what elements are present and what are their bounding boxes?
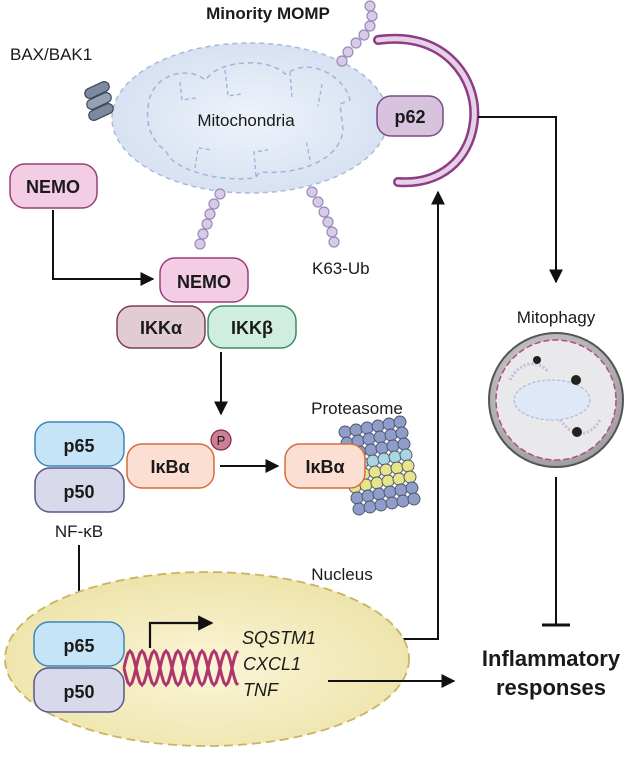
nemo-complex-label: NEMO bbox=[177, 272, 231, 292]
proteasome-subunit bbox=[366, 454, 380, 468]
proteasome-subunit bbox=[381, 474, 395, 488]
p62-box: p62 bbox=[376, 95, 444, 137]
proteasome-subunit bbox=[349, 423, 363, 437]
ikba-box-2: IκBα bbox=[284, 443, 366, 489]
p50-bottom-box: p50 bbox=[33, 667, 125, 713]
proteasome-subunit bbox=[379, 463, 393, 477]
proteasome-subunit bbox=[396, 494, 410, 508]
proteasome-subunit bbox=[364, 443, 378, 457]
ikba-label-2: IκBα bbox=[305, 457, 344, 477]
proteasome-subunit bbox=[370, 476, 384, 490]
ikk-alpha-box: IKKα bbox=[116, 305, 206, 349]
ikk-alpha-label: IKKα bbox=[140, 318, 182, 338]
p65-top-box: p65 bbox=[34, 421, 125, 467]
proteasome-subunit bbox=[388, 450, 402, 464]
p50-top-box: p50 bbox=[34, 467, 125, 513]
arrow-nemo-to-complex bbox=[52, 210, 155, 286]
phospho-label: P bbox=[217, 433, 226, 448]
bax-bak1-pore-icon bbox=[84, 81, 114, 121]
mitophagosome-icon bbox=[488, 332, 624, 468]
k63-ub-label: K63-Ub bbox=[312, 259, 370, 278]
transcription-arrow bbox=[148, 615, 214, 648]
ikba-label-1: IκBα bbox=[150, 457, 189, 477]
arrow-p62-to-mitophagy bbox=[478, 116, 563, 284]
ikba-box-1: IκBα bbox=[126, 443, 215, 489]
proteasome-subunit bbox=[385, 496, 399, 510]
proteasome-subunit bbox=[395, 426, 409, 440]
proteasome-subunit bbox=[383, 485, 397, 499]
proteasome-subunit bbox=[362, 432, 376, 446]
ikk-beta-label: IKKβ bbox=[231, 318, 273, 338]
p62-label: p62 bbox=[394, 107, 425, 127]
mitochondria: Mitochondria bbox=[111, 42, 389, 194]
proteasome-subunit bbox=[405, 481, 419, 495]
dna-helix-icon bbox=[122, 648, 240, 688]
p65-top-label: p65 bbox=[63, 436, 94, 456]
proteasome-subunit bbox=[397, 437, 411, 451]
bax-bak1-label: BAX/BAK1 bbox=[10, 45, 92, 64]
proteasome-subunit bbox=[352, 502, 366, 516]
nemo-free-box: NEMO bbox=[9, 163, 98, 209]
nemo-complex-box: NEMO bbox=[159, 257, 249, 303]
p65-bottom-label: p65 bbox=[63, 636, 94, 656]
proteasome-subunit bbox=[372, 487, 386, 501]
proteasome-subunit bbox=[407, 492, 421, 506]
inflammatory-label: Inflammatory bbox=[482, 646, 621, 671]
proteasome-subunit bbox=[382, 417, 396, 431]
proteasome-subunit bbox=[360, 421, 374, 435]
minority-momp-label: Minority MOMP bbox=[206, 4, 330, 23]
dna-strand bbox=[122, 648, 240, 688]
proteasome-subunit bbox=[338, 425, 352, 439]
p50-bottom-label: p50 bbox=[63, 682, 94, 702]
p65-bottom-box: p65 bbox=[33, 621, 125, 667]
proteasome-subunit bbox=[374, 498, 388, 512]
gene-cxcl1-label: CXCL1 bbox=[243, 654, 301, 674]
dna-strand bbox=[122, 648, 240, 688]
proteasome-subunit bbox=[393, 415, 407, 429]
proteasome-subunit bbox=[384, 428, 398, 442]
nemo-free-label: NEMO bbox=[26, 177, 80, 197]
proteasome-subunit bbox=[394, 483, 408, 497]
mitochondria-label: Mitochondria bbox=[197, 111, 295, 130]
nucleus-label: Nucleus bbox=[311, 565, 372, 584]
responses-label: responses bbox=[496, 675, 606, 700]
proteasome-subunit bbox=[373, 430, 387, 444]
proteasome-subunit bbox=[401, 459, 415, 473]
nfkb-label: NF-κB bbox=[55, 522, 103, 541]
proteasome-subunit bbox=[361, 489, 375, 503]
proteasome-subunit bbox=[403, 470, 417, 484]
ubiquitin-chains bbox=[194, 0, 378, 250]
ikk-beta-box: IKKβ bbox=[207, 305, 297, 349]
proteasome-subunit bbox=[390, 461, 404, 475]
proteasome-subunit bbox=[371, 419, 385, 433]
proteasome-subunit bbox=[368, 465, 382, 479]
p50-top-label: p50 bbox=[63, 482, 94, 502]
gene-tnf-label: TNF bbox=[243, 680, 279, 700]
gene-sqstm1-label: SQSTM1 bbox=[242, 628, 316, 648]
proteasome-subunit bbox=[350, 491, 364, 505]
proteasome-subunit bbox=[377, 452, 391, 466]
proteasome-subunit bbox=[399, 448, 413, 462]
proteasome-label: Proteasome bbox=[311, 399, 403, 418]
proteasome-subunit bbox=[375, 441, 389, 455]
proteasome-subunit bbox=[386, 439, 400, 453]
proteasome-subunit bbox=[392, 472, 406, 486]
proteasome-subunit bbox=[363, 500, 377, 514]
mitophagy-label: Mitophagy bbox=[517, 308, 596, 327]
phospho-icon: P bbox=[210, 429, 232, 451]
